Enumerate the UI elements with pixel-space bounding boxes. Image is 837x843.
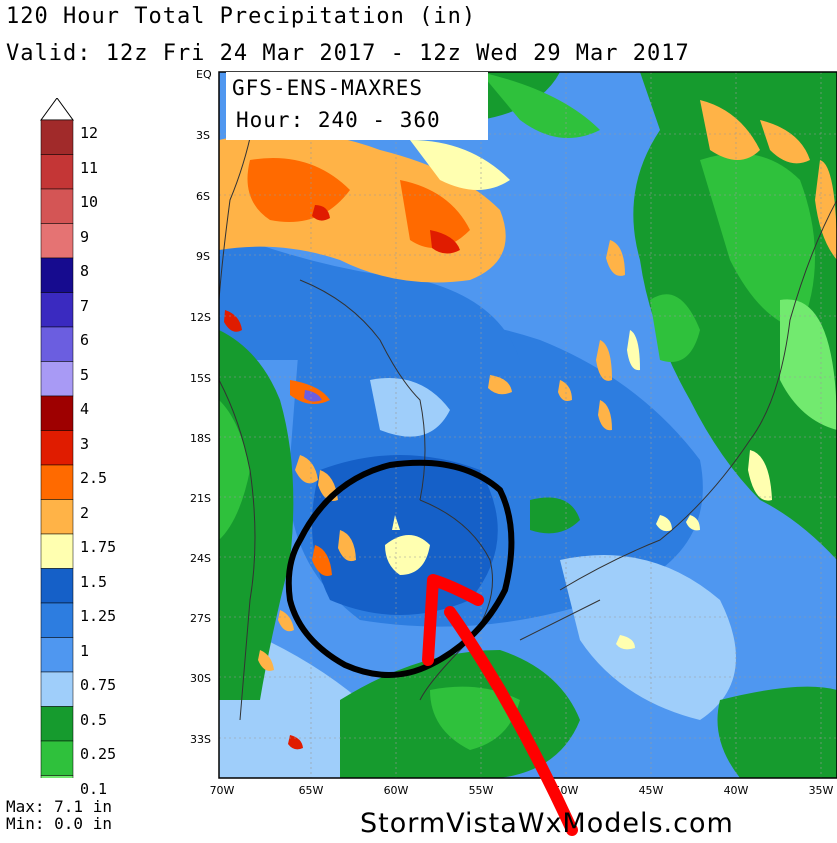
lat-label: 12S xyxy=(190,311,211,324)
map-title: 120 Hour Total Precipitation (in) xyxy=(6,4,477,29)
lat-label: 21S xyxy=(190,492,211,505)
min-value: Min: 0.0 in xyxy=(6,814,112,833)
lon-label: 60W xyxy=(384,784,409,797)
colorbar-swatch xyxy=(40,326,74,362)
annotation-circle xyxy=(285,459,515,678)
lat-label: 33S xyxy=(190,733,211,746)
precipitation-colorbar xyxy=(40,98,74,778)
colorbar-swatch xyxy=(40,775,74,778)
lat-label: 24S xyxy=(190,552,211,565)
model-info-box: GFS-ENS-MAXRES Hour: 240 - 360 xyxy=(226,72,488,140)
longitude-axis: 70W 65W 60W 55W 50W 45W 40W 35W xyxy=(210,784,834,797)
colorbar-swatch xyxy=(40,223,74,259)
lat-label: 3S xyxy=(196,129,210,142)
colorbar-swatch xyxy=(40,740,74,776)
colorbar-swatch xyxy=(40,637,74,673)
colorbar-label: 6 xyxy=(80,331,90,349)
colorbar-swatch xyxy=(40,464,74,500)
colorbar-label: 0.1 xyxy=(80,779,108,798)
colorbar-swatch xyxy=(40,533,74,569)
lat-label: 9S xyxy=(196,250,210,263)
colorbar-label: 0.5 xyxy=(80,710,108,729)
colorbar-label: 1.5 xyxy=(80,572,108,591)
colorbar-label: 7 xyxy=(80,296,90,315)
colorbar-label: 5 xyxy=(80,365,90,384)
colorbar-swatch xyxy=(40,188,74,224)
colorbar-label: 0.75 xyxy=(80,676,117,694)
lat-label: EQ xyxy=(196,68,212,81)
map-field xyxy=(219,72,837,778)
colorbar-label: 8 xyxy=(80,262,90,280)
colorbar-swatch xyxy=(40,430,74,466)
colorbar-swatch xyxy=(40,395,74,431)
colorbar-label: 10 xyxy=(80,193,99,211)
colorbar-label: 1 xyxy=(80,641,90,660)
colorbar-swatch xyxy=(40,602,74,638)
colorbar-label: 9 xyxy=(80,227,90,246)
lon-label: 55W xyxy=(469,784,494,797)
colorbar-swatch xyxy=(40,361,74,397)
colorbar-top-arrow xyxy=(40,98,74,121)
lat-label: 6S xyxy=(196,190,210,203)
colorbar-label: 12 xyxy=(80,124,99,142)
lat-label: 30S xyxy=(190,672,211,685)
colorbar-label: 3 xyxy=(80,434,90,453)
lat-label: 18S xyxy=(190,432,211,445)
colorbar-label: 11 xyxy=(80,158,99,177)
lat-label: 15S xyxy=(190,372,211,385)
colorbar-swatch xyxy=(40,292,74,328)
colorbar-swatch xyxy=(40,119,74,155)
colorbar-label: 2 xyxy=(80,503,90,522)
forecast-hour: Hour: 240 - 360 xyxy=(236,108,441,132)
colorbar-label: 0.25 xyxy=(80,745,117,763)
colorbar-swatch xyxy=(40,706,74,742)
colorbar-swatch xyxy=(40,154,74,190)
annotation-arrow xyxy=(422,574,578,836)
valid-period: Valid: 12z Fri 24 Mar 2017 - 12z Wed 29 … xyxy=(6,41,690,66)
lon-label: 35W xyxy=(809,784,834,797)
lon-label: 40W xyxy=(724,784,749,797)
lat-label: 27S xyxy=(190,612,211,625)
colorbar-label: 4 xyxy=(80,400,90,418)
max-value: Max: 7.1 in xyxy=(6,797,112,816)
lon-label: 65W xyxy=(299,784,324,797)
colorbar-swatch xyxy=(40,568,74,604)
colorbar-label: 1.75 xyxy=(80,538,117,556)
latitude-axis: EQ 3S 6S 9S 12S 15S 18S 21S 24S 27S 30S … xyxy=(190,68,212,746)
watermark: StormVistaWxModels.com xyxy=(360,808,734,839)
lon-label: 45W xyxy=(639,784,664,797)
lon-label: 70W xyxy=(210,784,235,797)
colorbar-label: 2.5 xyxy=(80,469,108,487)
colorbar-swatch xyxy=(40,499,74,535)
model-name: GFS-ENS-MAXRES xyxy=(232,76,424,100)
colorbar-swatch xyxy=(40,257,74,293)
colorbar-label: 1.25 xyxy=(80,607,117,625)
colorbar-swatch xyxy=(40,671,74,707)
